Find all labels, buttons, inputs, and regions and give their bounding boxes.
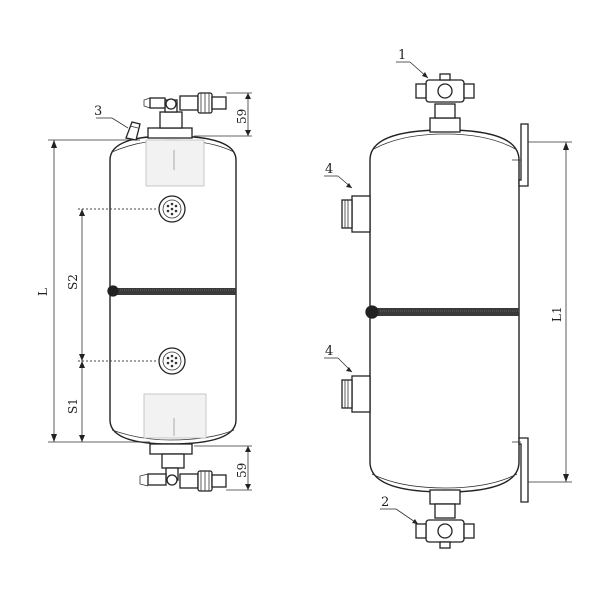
dimension-59-top: 59 — [235, 109, 249, 124]
upper-sight-glass — [158, 195, 186, 223]
lower-sight-glass — [158, 347, 186, 375]
callout-3: 3 — [94, 104, 102, 119]
left-weld-seam — [107, 285, 236, 297]
lower-side-port — [341, 375, 371, 413]
callout-2: 2 — [381, 495, 389, 510]
dimension-L: L — [36, 288, 50, 296]
left-vessel-view — [48, 92, 252, 492]
right-vessel-view — [324, 61, 572, 549]
mounting-bracket-top — [512, 123, 529, 187]
right-weld-seam — [365, 305, 519, 319]
callout-1: 1 — [398, 48, 406, 63]
callout-4-lower: 4 — [325, 344, 333, 359]
upper-side-port — [341, 195, 371, 233]
right-vessel-shell — [369, 129, 520, 493]
angled-fitting — [125, 121, 141, 141]
dimension-S1: S1 — [66, 398, 80, 414]
left-vessel-shell — [109, 135, 237, 445]
mounting-bracket-bottom — [512, 437, 529, 503]
dimension-59-bottom: 59 — [235, 463, 249, 478]
dimension-S2: S2 — [66, 274, 80, 290]
callout-4-upper: 4 — [325, 162, 333, 177]
dimension-L1: L1 — [550, 306, 564, 322]
